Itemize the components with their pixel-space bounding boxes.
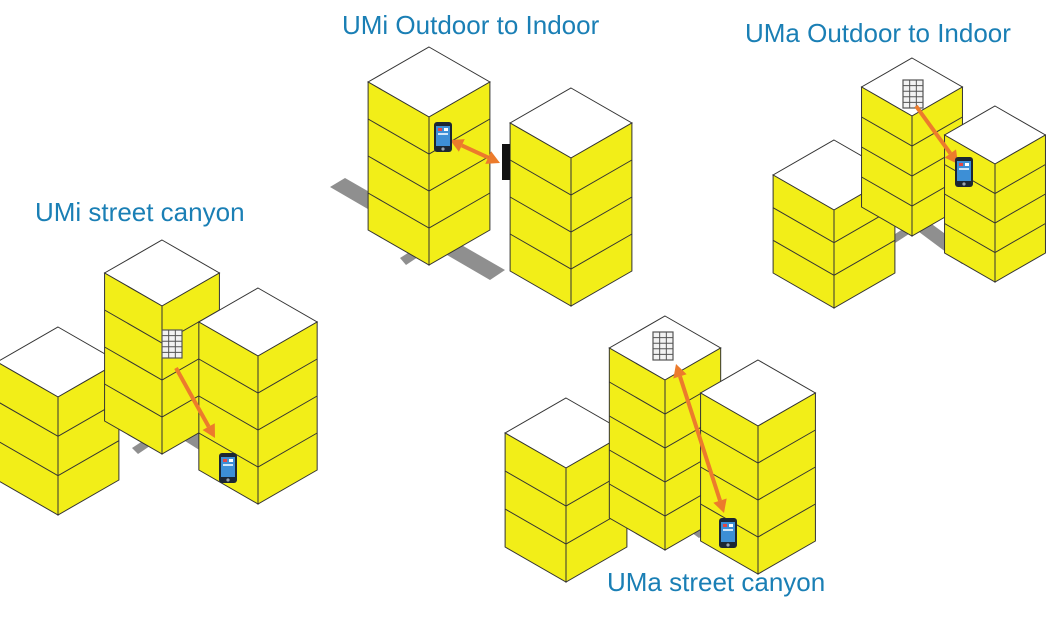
base-station-frame — [652, 331, 674, 361]
phone-app-tile — [229, 459, 233, 462]
building-uma-sc-left — [504, 397, 628, 583]
phone-app-tile — [729, 524, 733, 527]
phone-app-tile — [438, 133, 448, 135]
radio-link-arrow — [673, 364, 727, 513]
phone-icon — [219, 453, 237, 483]
arrow-shaft — [460, 143, 490, 160]
floor-line — [367, 118, 491, 155]
floor-line — [700, 503, 816, 538]
phone-app-tile — [959, 168, 969, 170]
base-station-frame — [161, 329, 183, 359]
phone-icon — [434, 122, 452, 152]
arrow-head — [944, 149, 958, 164]
phone-app-tile — [959, 163, 963, 166]
uma-outdoor-to-indoor-group — [772, 57, 1046, 309]
building-umi-o2i-right — [509, 87, 633, 307]
floor-line — [772, 239, 896, 276]
floor-line — [944, 223, 1046, 254]
phone-home-button — [441, 147, 445, 151]
building-uma-sc-right — [699, 359, 817, 575]
base-station-icon — [902, 79, 924, 109]
floor-line — [198, 432, 318, 468]
building-uma-o2i-middle — [860, 57, 964, 237]
radio-link-arrow — [174, 367, 215, 438]
floor-line — [700, 429, 816, 464]
arrow-head — [485, 151, 500, 164]
floor-line — [198, 395, 318, 431]
floor-line — [504, 470, 628, 507]
arrow-head — [202, 423, 215, 438]
scenario-label-umi-street-canyon: UMi street canyon — [35, 197, 245, 227]
building-umi-o2i-left — [367, 46, 491, 266]
floor-line — [861, 116, 963, 147]
uma-street-canyon-group — [504, 315, 817, 583]
umi-street-canyon-group — [0, 239, 319, 516]
floor-line — [509, 233, 633, 270]
floor-line — [367, 192, 491, 229]
phone-app-tile — [223, 464, 233, 466]
floor-line — [0, 440, 120, 477]
phone-icon — [955, 157, 973, 187]
base-station-icon — [652, 331, 674, 361]
scenario-label-uma-outdoor-to-indoor: UMa Outdoor to Indoor — [745, 18, 1011, 48]
floor-line — [509, 196, 633, 233]
phone-app-tile — [723, 524, 727, 527]
phone-app-tile — [723, 529, 733, 531]
phone-app-tile — [438, 128, 442, 131]
phone-icon — [719, 518, 737, 548]
base-station-icon — [161, 329, 183, 359]
phone-home-button — [226, 478, 230, 482]
floor-line — [367, 155, 491, 192]
arrow-head — [713, 498, 727, 513]
arrow-head — [450, 139, 465, 152]
building-uma-o2i-right — [943, 105, 1046, 283]
phone-home-button — [962, 182, 966, 186]
building-left-face — [608, 347, 666, 551]
floor-line — [504, 508, 628, 545]
floor-line — [198, 358, 318, 394]
radio-link-arrow — [914, 104, 958, 164]
arrow-shaft — [678, 375, 722, 502]
scenario-label-umi-outdoor-to-indoor: UMi Outdoor to Indoor — [342, 10, 600, 40]
phone-app-tile — [223, 459, 227, 462]
radio-link-arrow — [450, 139, 500, 164]
building-umi-sc-right — [197, 287, 319, 505]
floor-line — [700, 466, 816, 501]
arrow-head — [673, 364, 687, 379]
wall-panel-icon — [502, 144, 510, 180]
building-umi-sc-left — [0, 326, 120, 516]
scenario-label-uma-street-canyon: UMa street canyon — [607, 567, 826, 597]
umi-outdoor-to-indoor-group — [330, 46, 633, 307]
floor-line — [772, 207, 896, 244]
arrow-shaft — [914, 104, 952, 155]
wall-panel — [502, 144, 510, 180]
floor-line — [944, 193, 1046, 224]
base-station-frame — [902, 79, 924, 109]
phone-app-tile — [965, 163, 969, 166]
floor-line — [0, 400, 120, 437]
arrow-shaft — [174, 367, 211, 428]
phone-app-tile — [444, 128, 448, 131]
floor-line — [509, 159, 633, 196]
phone-home-button — [726, 543, 730, 547]
